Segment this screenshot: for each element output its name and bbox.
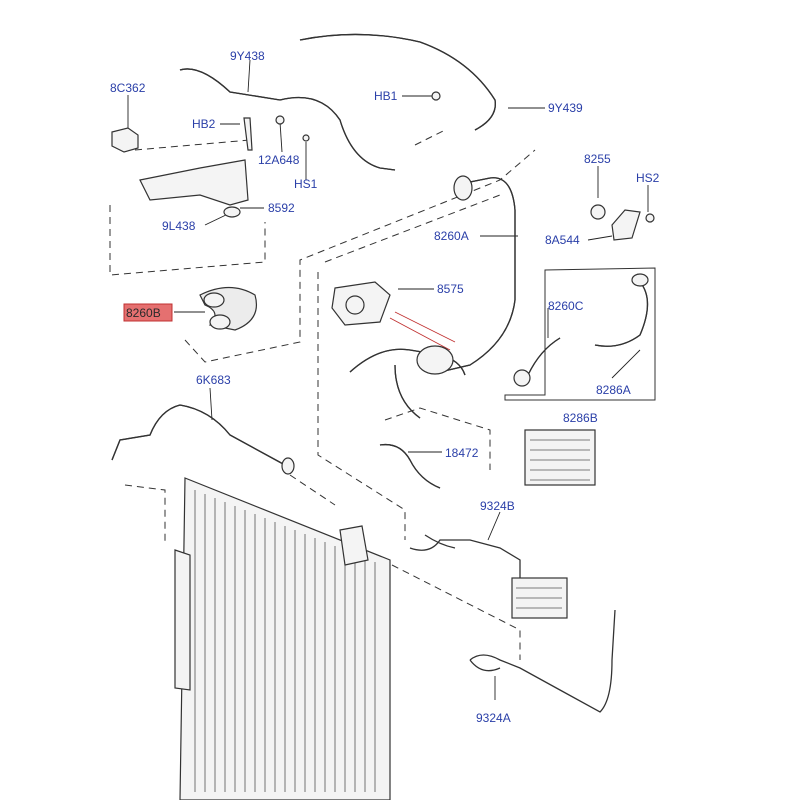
label-8260b: 8260B xyxy=(126,306,161,320)
label-hs1: HS1 xyxy=(294,177,318,191)
label-8255: 8255 xyxy=(584,152,611,166)
label-8260c: 8260C xyxy=(548,299,584,313)
dashed-boundaries xyxy=(109,129,536,660)
label-9l438: 9L438 xyxy=(162,219,196,233)
label-hb2: HB2 xyxy=(192,117,216,131)
label-8575: 8575 xyxy=(437,282,464,296)
label-6k683: 6K683 xyxy=(196,373,231,387)
part-8260b-hose xyxy=(199,286,257,331)
part-6k683-hose xyxy=(111,404,295,475)
part-8260a-hose xyxy=(439,175,516,373)
label-hs2: HS2 xyxy=(636,171,660,185)
label-8260b-highlighted: 8260B xyxy=(123,303,173,322)
part-18472-hose xyxy=(379,443,441,489)
label-18472: 18472 xyxy=(445,446,479,460)
label-hb1: HB1 xyxy=(374,89,398,103)
box-8286b xyxy=(504,267,656,401)
leader-lines xyxy=(127,59,649,700)
label-9y439: 9Y439 xyxy=(548,101,583,115)
label-9324a: 9324A xyxy=(476,711,511,725)
label-8286a: 8286A xyxy=(596,383,631,397)
part-9y438-hose xyxy=(179,68,396,171)
label-8260a: 8260A xyxy=(434,229,469,243)
part-8c362-bracket xyxy=(111,127,139,153)
label-9y438: 9Y438 xyxy=(230,49,265,63)
part-radiator xyxy=(174,477,391,800)
part-lower-pipes xyxy=(349,345,466,419)
highlight-box xyxy=(123,303,173,322)
label-8a544: 8A544 xyxy=(545,233,580,247)
label-8592: 8592 xyxy=(268,201,295,215)
label-8c362: 8C362 xyxy=(110,81,146,95)
part-8575-thermostat xyxy=(331,281,391,326)
part-9324b-pipe xyxy=(409,534,521,578)
label-12a648: 12A648 xyxy=(258,153,300,167)
part-oil-cooler xyxy=(511,429,596,619)
part-8286-hoses xyxy=(513,273,649,387)
label-9324b: 9324B xyxy=(480,499,515,513)
part-9324a-pipe xyxy=(469,609,616,713)
label-8286b: 8286B xyxy=(563,411,598,425)
part-8a544-8255 xyxy=(590,204,655,241)
part-8592-housing xyxy=(139,115,310,218)
part-9y439-hose xyxy=(299,33,496,131)
labels: 8C362 9Y438 HB1 9Y439 HB2 12A648 HS1 825… xyxy=(110,49,660,725)
